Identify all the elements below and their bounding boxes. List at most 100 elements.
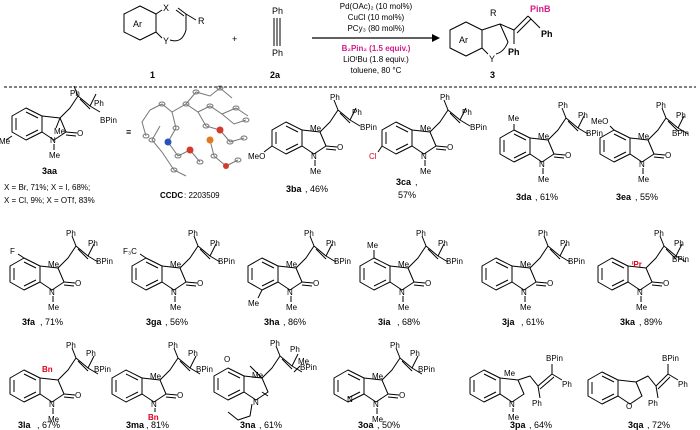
3ca-label: 3ca — [396, 177, 412, 187]
3ha-n-me: Me — [286, 303, 298, 312]
3fa-ph-right: Ph — [88, 239, 98, 248]
3fa-o: O — [75, 279, 81, 288]
3oa-ph-right: Ph — [410, 349, 420, 358]
3na-ph-right: Ph — [290, 345, 300, 354]
3oa-pyridine-n: N — [347, 395, 353, 404]
3ba-ph-top: Ph — [330, 93, 340, 102]
3fa-ph-top: Ph — [66, 229, 76, 238]
condition-cocatalyst: CuCl (10 mol%) — [348, 13, 405, 22]
r-label: R — [198, 16, 205, 26]
3ka-o: O — [663, 279, 669, 288]
3ca-me: Me — [420, 124, 432, 133]
3ba-label: 3ba — [286, 184, 303, 194]
3da-ring-me: Me — [508, 114, 520, 123]
3ka-ipr: ⁱPr — [632, 259, 642, 269]
3ma-label: 3ma — [126, 420, 145, 430]
3fa-bpin: BPin — [96, 257, 113, 266]
3la-bn: Bn — [42, 365, 53, 374]
3ca-cl: Cl — [369, 152, 377, 161]
3qa-ph-bottom: Ph — [648, 399, 658, 408]
3na-ph-top: Ph — [270, 339, 280, 348]
3ha-me: Me — [286, 260, 298, 269]
product-ph-right: Ph — [541, 29, 553, 39]
product-pinb: PinB — [530, 4, 551, 14]
3la-bpin: BPin — [94, 365, 111, 374]
crystal-heteroatoms — [164, 126, 229, 169]
compound-3ma: Me N Bn O Ph Ph BPin 3ma , 81% — [111, 341, 213, 430]
3ha-bpin: BPin — [334, 257, 351, 266]
reactant-1-label: 1 — [150, 70, 155, 80]
ar-label: Ar — [133, 19, 142, 29]
3da-me: Me — [538, 132, 550, 141]
3ka-bpin: BPin — [672, 255, 689, 264]
reactant-2a-structure: Ph Ph 2a — [270, 6, 283, 80]
3na-label: 3na — [240, 420, 257, 430]
3ja-n-me: Me — [520, 303, 532, 312]
reaction-scheme: Ar X Y R 1 + Ph Ph 2a Pd(OAc)₂ — [123, 2, 553, 80]
compound-3na: Me N O Me Ph Ph BPin 3na , 61% — [213, 339, 317, 430]
3na-o: O — [224, 355, 230, 364]
3ia-o: O — [425, 279, 431, 288]
3aa-yields-line1: X = Br, 71%; X = I, 68%; — [4, 183, 90, 192]
3ea-n: N — [639, 160, 645, 169]
compound-3pa: Me N Me BPin Ph Ph 3pa , 64% — [469, 354, 572, 430]
3ha-ring-me: Me — [248, 299, 260, 308]
3ca-n: N — [421, 152, 427, 161]
3ma-bpin: BPin — [196, 365, 213, 374]
3aa-label: 3aa — [42, 166, 58, 176]
3na-n: N — [253, 398, 259, 407]
3ha-ph-right: Ph — [326, 239, 336, 248]
3da-n: N — [539, 160, 545, 169]
3ba-o: O — [337, 143, 343, 152]
3ca-ph-top: Ph — [440, 93, 450, 102]
3qa-o: O — [626, 402, 632, 411]
3aa-n-me: Me — [49, 151, 61, 160]
3na-bpin: BPin — [300, 363, 317, 372]
3ba-meo: MeO — [248, 152, 265, 161]
3ja-ph-right: Ph — [560, 239, 570, 248]
3ba-n-me: Me — [310, 167, 322, 176]
3ga-ph-right: Ph — [210, 239, 220, 248]
x-label: X — [163, 3, 169, 13]
3ia-ring-me: Me — [367, 241, 379, 250]
condition-solvent: toluene, 80 °C — [351, 66, 402, 75]
compound-3ba: MeO Me N Me O Ph Ph BPin 3ba , 46% — [248, 93, 377, 194]
3aa-me-c3: Me — [54, 127, 66, 136]
3oa-yield: , 50% — [377, 420, 400, 430]
product-ph-bottom: Ph — [508, 47, 520, 57]
3la-n: N — [49, 400, 55, 409]
3ba-yield: , 46% — [305, 184, 328, 194]
3na-ring-me: Me — [298, 357, 310, 366]
3ca-bpin: BPin — [470, 123, 487, 132]
3oa-me: Me — [372, 372, 384, 381]
3la-o: O — [75, 391, 81, 400]
3ma-n: N — [151, 400, 157, 409]
3aa-ph-right: Ph — [94, 99, 104, 108]
3ka-ph-right: Ph — [674, 239, 684, 248]
compound-3ha: Me N Me Me O Ph Ph BPin 3ha , 86% — [247, 229, 351, 327]
3ia-ph-right: Ph — [438, 239, 448, 248]
3ga-me: Me — [170, 260, 182, 269]
3fa-label: 3fa — [22, 317, 36, 327]
equiv-sign: ≡ — [126, 127, 131, 137]
3ka-n-me: Me — [636, 303, 648, 312]
3ea-meo: MeO — [591, 117, 608, 126]
3oa-ph-top: Ph — [390, 341, 400, 350]
3ma-me: Me — [150, 372, 162, 381]
3pa-label: 3pa — [510, 420, 527, 430]
3la-yield: , 67% — [37, 420, 60, 430]
3ha-n: N — [287, 288, 293, 297]
3ia-n: N — [399, 288, 405, 297]
3na-me: Me — [252, 371, 264, 380]
3aa-o: O — [77, 129, 83, 138]
condition-catalyst: Pd(OAc)₂ (10 mol%) — [340, 2, 413, 11]
compound-3oa: Me N N Me O Ph Ph BPin 3oa , 50% — [333, 341, 435, 430]
3ja-ph-top: Ph — [538, 229, 548, 238]
3da-yield: , 61% — [535, 192, 558, 202]
3oa-n-me: Me — [372, 415, 384, 424]
product-3-structure: Ar Y R PinB Ph Ph 3 — [449, 4, 553, 80]
3qa-yield: , 72% — [647, 420, 670, 430]
3ga-yield: , 56% — [165, 317, 188, 327]
compound-3ca: Cl Me N Me O Ph Ph BPin 3ca , 57% — [369, 93, 487, 200]
